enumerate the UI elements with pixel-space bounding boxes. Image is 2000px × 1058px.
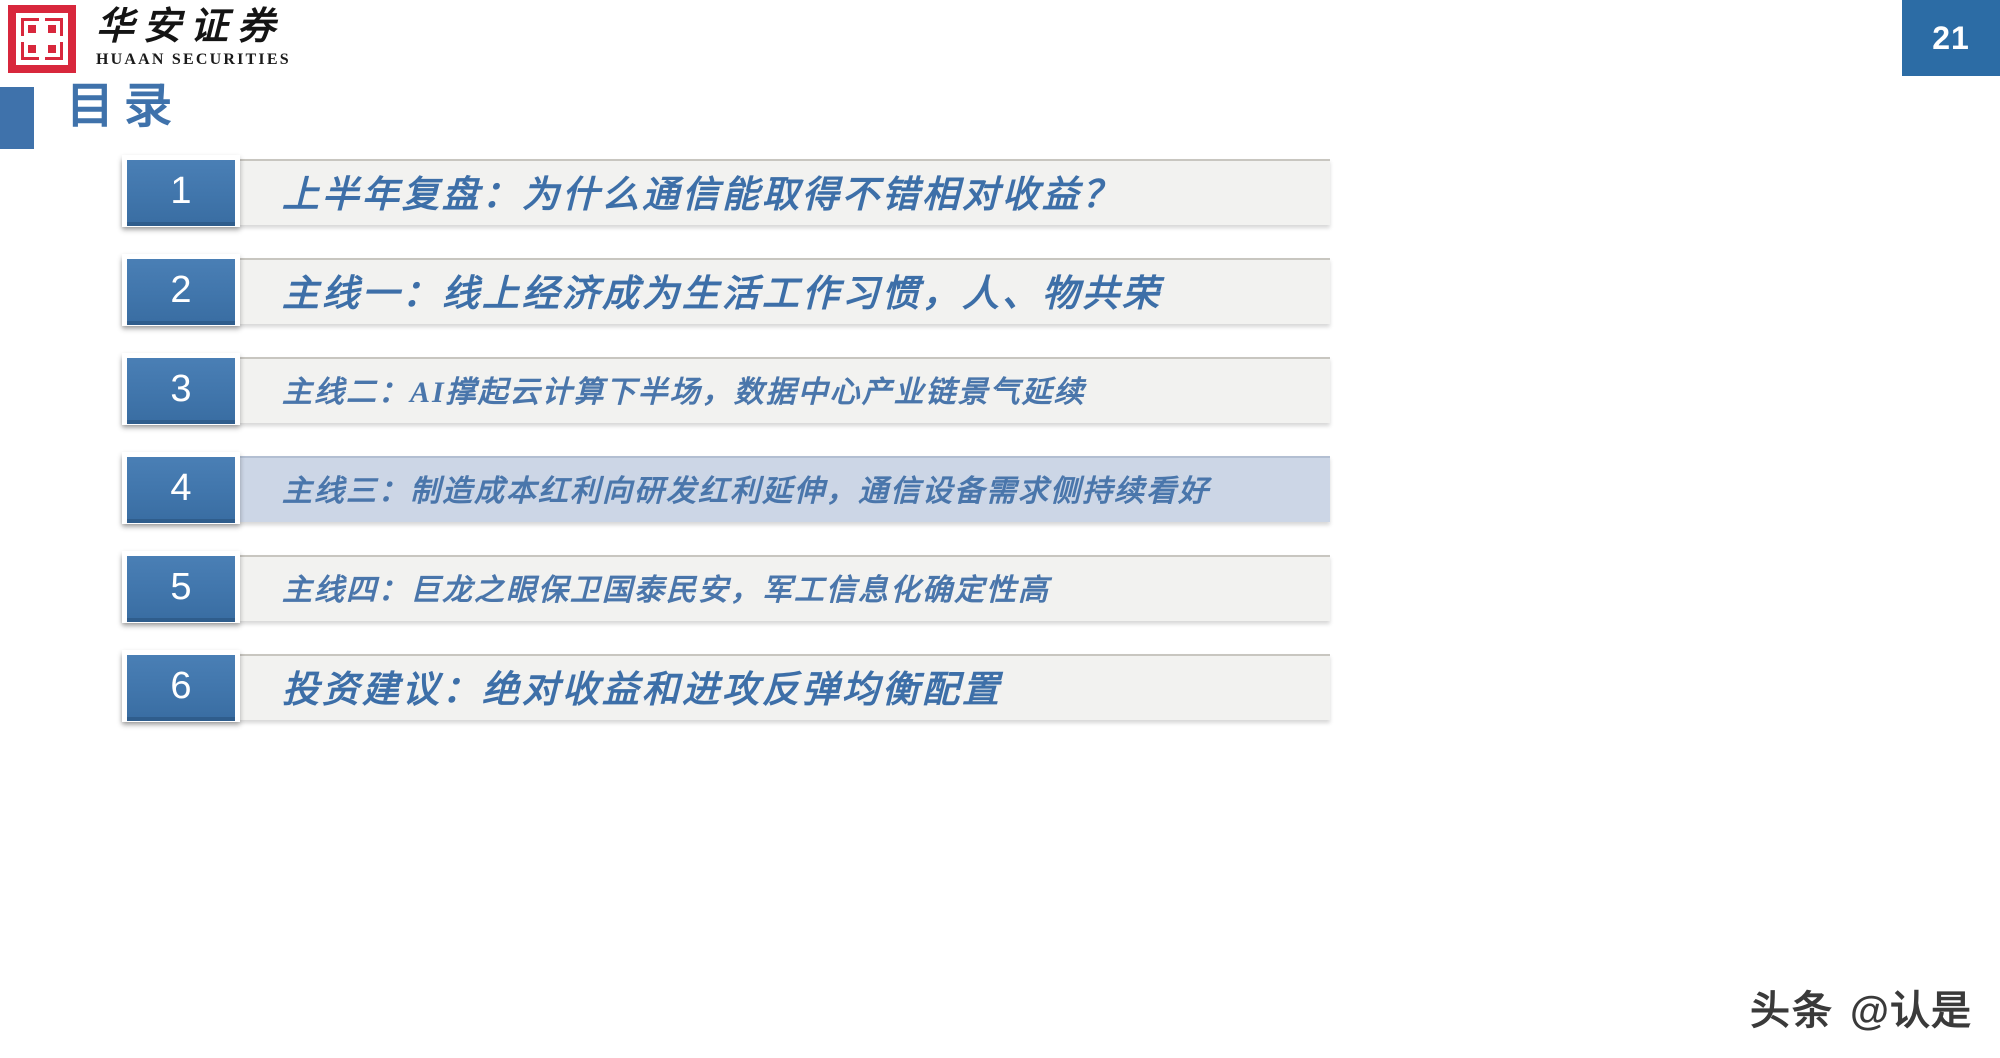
toc-item-band xyxy=(122,159,1330,225)
watermark-handle: @认是 xyxy=(1849,989,1972,1033)
watermark-brand: 头条 xyxy=(1749,989,1834,1033)
page-number-text: 21 xyxy=(1932,19,1970,56)
toc-item-number-chip: 5 xyxy=(122,551,240,623)
toc-item-5[interactable]: 5 主线四：巨龙之眼保卫国泰民安，军工信息化确定性高 xyxy=(122,551,1330,623)
toc-item-number: 2 xyxy=(127,259,235,325)
toc-item-4[interactable]: 4 主线三：制造成本红利向研发红利延伸，通信设备需求侧持续看好 xyxy=(122,452,1330,524)
company-name: 华安证券 HUAAN SECURITIES xyxy=(96,5,291,69)
toc-item-band xyxy=(122,357,1330,423)
toc-item-number: 3 xyxy=(127,358,235,424)
page-title: 目录 xyxy=(66,80,183,133)
toc-item-6[interactable]: 6 投资建议：绝对收益和进攻反弹均衡配置 xyxy=(122,650,1330,722)
table-of-contents: 1 上半年复盘：为什么通信能取得不错相对收益？ 2 主线一：线上经济成为生活工作… xyxy=(122,155,1330,749)
toc-item-number-chip: 1 xyxy=(122,155,240,227)
company-name-cn: 华安证券 xyxy=(96,6,285,48)
toc-item-band xyxy=(122,258,1330,324)
company-name-en: HUAAN SECURITIES xyxy=(96,50,291,68)
toc-item-label: 投资建议：绝对收益和进攻反弹均衡配置 xyxy=(282,670,1002,711)
toc-item-number: 1 xyxy=(127,160,235,226)
toc-item-band xyxy=(122,654,1330,720)
page-number-badge: 21 xyxy=(1902,0,2000,76)
toc-item-label: 主线四：巨龙之眼保卫国泰民安，军工信息化确定性高 xyxy=(282,574,1050,607)
toc-item-band xyxy=(122,555,1330,621)
toc-item-number-chip: 4 xyxy=(122,452,240,524)
huaan-square-mark-icon xyxy=(8,5,76,73)
toc-item-3[interactable]: 3 主线二：AI撑起云计算下半场，数据中心产业链景气延续 xyxy=(122,353,1330,425)
toc-item-1[interactable]: 1 上半年复盘：为什么通信能取得不错相对收益？ xyxy=(122,155,1330,227)
title-accent-bar xyxy=(0,87,34,149)
toc-item-number: 5 xyxy=(127,556,235,622)
company-logo: 华安证券 HUAAN SECURITIES xyxy=(8,5,291,73)
toc-item-number-chip: 3 xyxy=(122,353,240,425)
toc-item-label: 上半年复盘：为什么通信能取得不错相对收益？ xyxy=(282,175,1122,216)
watermark: 头条 @认是 xyxy=(1750,978,1972,1036)
toc-item-number-chip: 6 xyxy=(122,650,240,722)
toc-item-2[interactable]: 2 主线一：线上经济成为生活工作习惯，人、物共荣 xyxy=(122,254,1330,326)
toc-item-label: 主线二：AI撑起云计算下半场，数据中心产业链景气延续 xyxy=(282,376,1086,409)
toc-item-number: 6 xyxy=(127,655,235,721)
toc-item-label: 主线三：制造成本红利向研发红利延伸，通信设备需求侧持续看好 xyxy=(282,475,1210,508)
toc-item-label: 主线一：线上经济成为生活工作习惯，人、物共荣 xyxy=(282,274,1162,315)
toc-item-number: 4 xyxy=(127,457,235,523)
toc-item-number-chip: 2 xyxy=(122,254,240,326)
toc-item-band xyxy=(122,456,1330,522)
